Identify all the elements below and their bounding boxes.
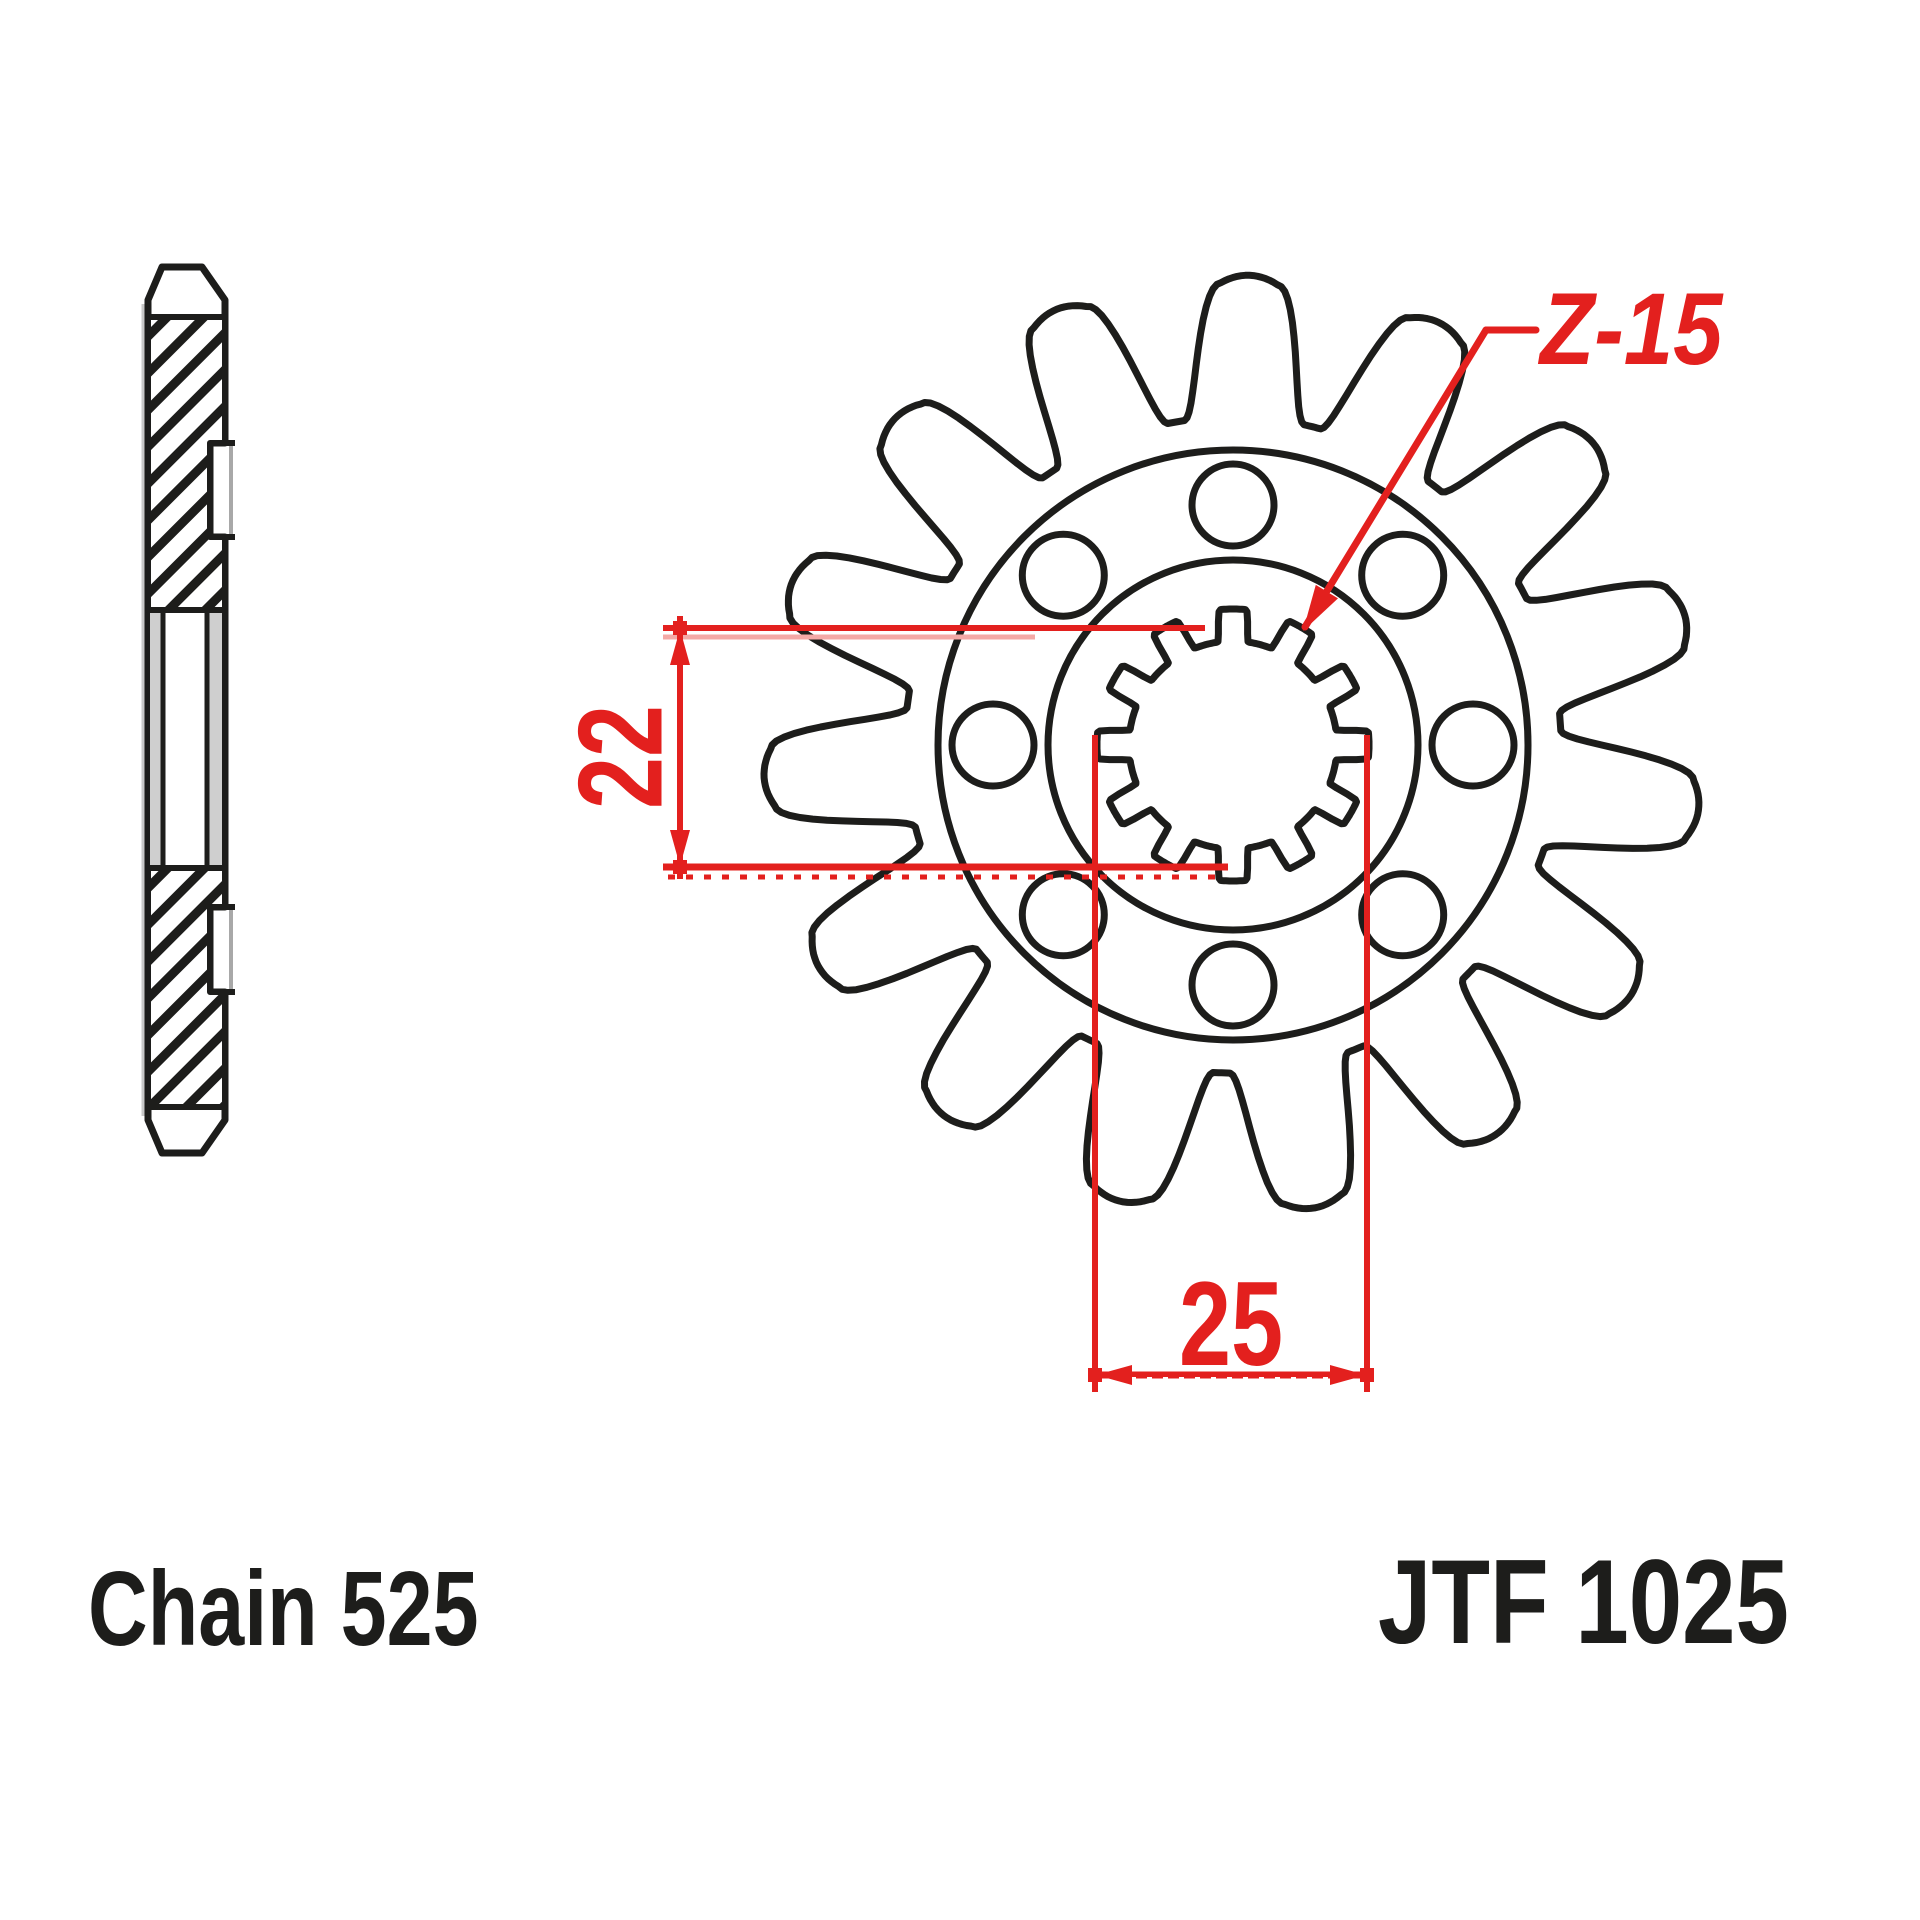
chain-size-label: Chain 525	[88, 1550, 479, 1668]
lightening-hole	[948, 700, 1038, 790]
dim25-arrow-right	[1330, 1365, 1366, 1385]
dim25-arrow-left	[1096, 1365, 1132, 1385]
dimension-25-label: 25	[1179, 1257, 1284, 1391]
dimension-annotations	[663, 326, 1540, 1392]
dim22-tick-bottom	[673, 860, 687, 874]
flange-circle	[934, 446, 1532, 1044]
lightening-hole	[1018, 530, 1108, 620]
sprocket-side-section-view	[141, 263, 235, 1157]
dim22-arrow-up	[670, 629, 690, 665]
lightening-hole	[1188, 460, 1278, 550]
part-number-label: JTF 1025	[1378, 1535, 1789, 1669]
lightening-hole	[1188, 940, 1278, 1030]
dim25-tick-left	[1088, 1368, 1102, 1382]
side-bore-strip-right	[207, 613, 222, 865]
z15-leader-diagonal	[1301, 326, 1490, 631]
lightening-hole	[1428, 700, 1518, 790]
z15-leader-arrow	[1303, 584, 1338, 631]
side-bore-strip-left	[150, 613, 163, 865]
sprocket-front-view	[760, 271, 1703, 1213]
dimension-22-label: 22	[553, 704, 688, 810]
lightening-hole	[1018, 870, 1108, 960]
teeth-count-label: Z-15	[1540, 272, 1723, 386]
hub-circle	[1044, 556, 1422, 934]
dim22-arrow-down	[670, 830, 690, 866]
dim25-tick-right	[1360, 1368, 1374, 1382]
lightening-hole	[1358, 870, 1448, 960]
dim22-tick-top	[673, 621, 687, 635]
lightening-hole	[1358, 530, 1448, 620]
